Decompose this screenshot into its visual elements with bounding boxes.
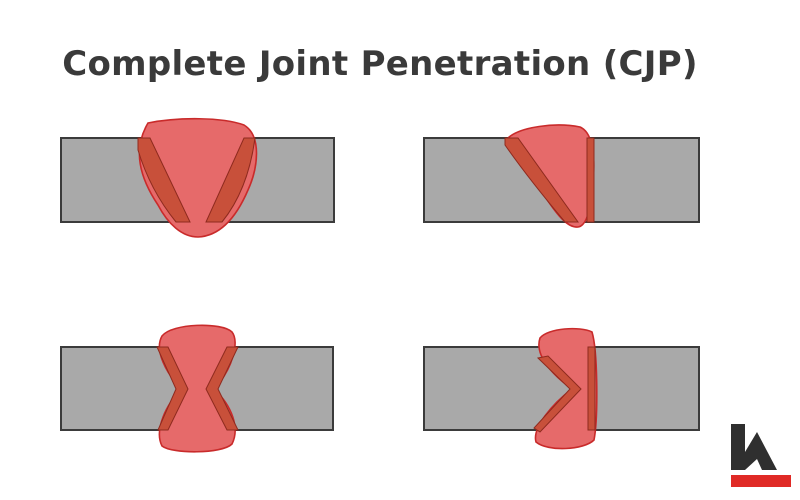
fusion-zone-right	[205, 346, 239, 431]
joint-double-v-groove	[60, 324, 334, 453]
logo-bar	[731, 475, 791, 487]
fusion-zone-square-face	[587, 346, 596, 431]
fusion-zone-square-face	[586, 137, 595, 223]
brand-logo-icon	[731, 424, 791, 487]
fusion-zone-bevel	[504, 137, 579, 223]
fusion-zone-bevel	[533, 355, 582, 433]
fusion-zone-left	[137, 137, 191, 223]
joint-double-bevel-groove	[423, 327, 700, 450]
logo-mark	[731, 424, 777, 470]
fusion-zone-right	[205, 137, 256, 223]
fusion-zone-left	[156, 346, 189, 431]
page-title: Complete Joint Penetration (CJP)	[62, 44, 698, 84]
joint-single-v-groove	[60, 117, 335, 238]
joint-single-bevel-groove	[423, 124, 700, 228]
